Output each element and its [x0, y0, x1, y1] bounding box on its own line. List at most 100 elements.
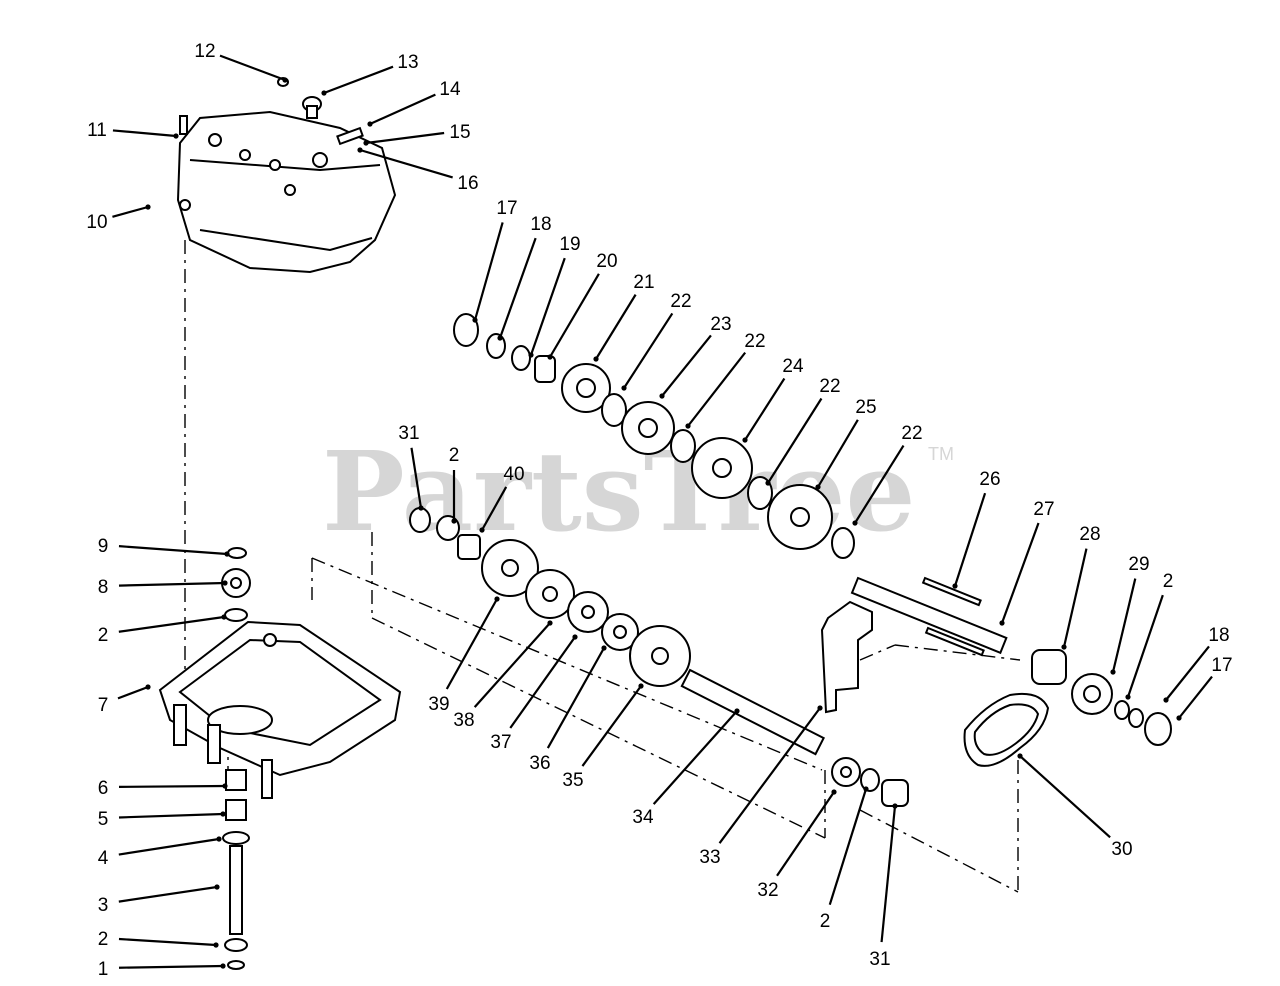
leader-dot — [734, 708, 740, 714]
callout-number: 19 — [559, 234, 580, 255]
callout-number: 2 — [98, 929, 109, 950]
callout-number: 40 — [503, 464, 524, 485]
leader-dot — [572, 634, 578, 640]
leader-dot — [220, 811, 226, 817]
leader-dot — [1110, 669, 1116, 675]
drive-chain — [963, 692, 1050, 767]
callout-number: 35 — [562, 770, 583, 791]
thrust-washer — [860, 768, 880, 792]
callout-c2c: 2 — [820, 786, 869, 932]
leader-dot — [367, 121, 373, 127]
callout-c12a: 12 — [194, 41, 288, 83]
leader-line — [118, 784, 226, 788]
leader-dot — [472, 317, 478, 323]
callout-c39: 39 — [428, 596, 500, 715]
callout-number: 37 — [490, 732, 511, 753]
callout-c22a: 22 — [621, 291, 692, 391]
callout-c2b: 2 — [98, 614, 227, 646]
leader-dot — [621, 385, 627, 391]
callout-number: 31 — [869, 949, 890, 970]
callout-c20: 20 — [547, 251, 618, 360]
callout-number: 32 — [757, 880, 778, 901]
leader-dot — [863, 786, 869, 792]
leader-dot — [547, 354, 553, 360]
callout-c31a: 31 — [398, 423, 424, 511]
leader-dot — [547, 620, 553, 626]
callout-number: 12 — [194, 41, 215, 62]
leader-line — [112, 129, 177, 138]
callout-c15: 15 — [363, 122, 471, 146]
leader-dot — [638, 683, 644, 689]
leader-line — [549, 273, 600, 358]
callout-c24: 24 — [742, 356, 804, 443]
leader-dot — [357, 147, 363, 153]
leader-line — [687, 351, 747, 427]
leader-line — [498, 237, 537, 339]
lower-housing — [158, 620, 402, 799]
callout-c25: 25 — [815, 397, 877, 490]
leader-line — [744, 377, 786, 441]
leader-line — [445, 598, 498, 690]
leader-line — [529, 257, 566, 356]
callout-number: 33 — [699, 847, 720, 868]
leader-dot — [418, 505, 424, 511]
housing-cover — [176, 110, 397, 274]
leader-line — [1111, 578, 1137, 673]
callout-c36: 36 — [529, 645, 607, 774]
callout-number: 1 — [98, 959, 109, 980]
leader-line — [410, 447, 423, 509]
leader-dot — [831, 789, 837, 795]
callout-c5: 5 — [98, 809, 226, 830]
leader-line — [623, 312, 674, 389]
callout-number: 21 — [633, 272, 654, 293]
shift-fork — [820, 600, 873, 714]
leader-line — [118, 964, 224, 969]
countershaft — [680, 668, 825, 756]
leader-dot — [213, 942, 219, 948]
leader-dot — [451, 518, 457, 524]
callout-c4: 4 — [98, 836, 222, 869]
callout-c8: 8 — [98, 577, 228, 598]
leader-dot — [214, 884, 220, 890]
leader-line — [595, 294, 637, 360]
callout-number: 10 — [86, 212, 107, 233]
callout-c17a: 17 — [472, 198, 518, 323]
leader-line — [854, 444, 905, 524]
bearing-sprocket-stack — [1031, 649, 1172, 746]
leader-dot — [999, 620, 1005, 626]
callout-number: 22 — [819, 376, 840, 397]
callout-number: 23 — [710, 314, 731, 335]
callout-number: 18 — [1208, 625, 1229, 646]
callout-number: 13 — [397, 52, 418, 73]
callout-number: 5 — [98, 809, 109, 830]
leader-line — [1165, 645, 1210, 701]
callout-number: 7 — [98, 695, 109, 716]
callout-c11: 11 — [87, 120, 179, 141]
leader-line — [118, 885, 218, 903]
callout-number: 15 — [449, 122, 470, 143]
leader-line — [112, 205, 149, 218]
callout-number: 6 — [98, 778, 109, 799]
callout-c33: 33 — [699, 705, 823, 868]
callout-number: 2 — [98, 625, 109, 646]
leader-dot — [765, 480, 771, 486]
leader-line — [1019, 755, 1111, 839]
leader-dot — [852, 520, 858, 526]
callout-c6: 6 — [98, 778, 228, 799]
leader-dot — [817, 705, 823, 711]
leader-dot — [145, 684, 151, 690]
callout-c1: 1 — [98, 959, 226, 980]
leader-line — [661, 334, 712, 397]
leader-line — [369, 93, 436, 126]
callout-c3: 3 — [98, 884, 220, 916]
callout-number: 22 — [670, 291, 691, 312]
leader-dot — [892, 803, 898, 809]
bushing — [881, 779, 909, 807]
leader-dot — [282, 77, 288, 83]
callout-c21: 21 — [593, 272, 655, 362]
leader-line — [880, 805, 897, 943]
leader-dot — [601, 645, 607, 651]
callout-number: 17 — [496, 198, 517, 219]
leader-line — [118, 615, 225, 633]
callout-c31b: 31 — [869, 803, 898, 970]
